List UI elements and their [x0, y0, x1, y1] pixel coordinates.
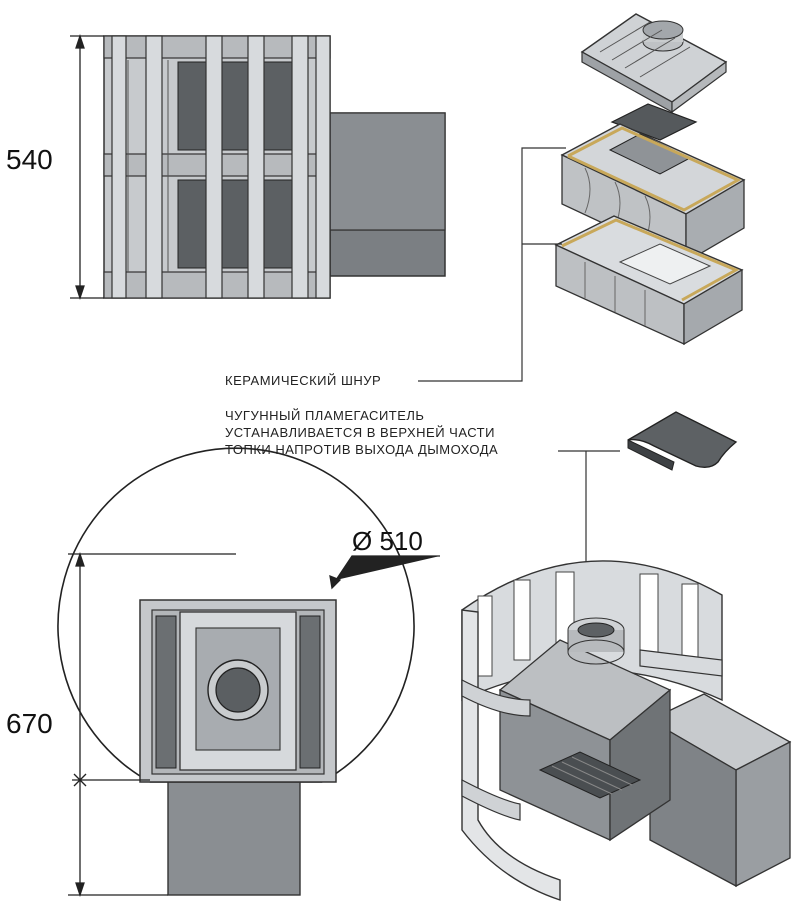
diameter-label: Ø 510 — [352, 526, 423, 556]
cutaway-view — [461, 560, 792, 901]
dimension-540 — [70, 33, 104, 301]
flame-arrester-label-1: ЧУГУННЫЙ ПЛАМЕГАСИТЕЛЬ — [225, 408, 425, 423]
plan-view — [57, 447, 415, 896]
flame-arrester-label-3: ТОПКИ НАПРОТИВ ВЫХОДА ДЫМОХОДА — [225, 442, 499, 457]
dimension-label-540: 540 — [6, 144, 53, 175]
dimension-label-670: 670 — [6, 708, 53, 739]
flame-arrester-label-2: УСТАНАВЛИВАЕТСЯ В ВЕРХНЕЙ ЧАСТИ — [225, 425, 495, 440]
side-view — [103, 35, 446, 299]
dimension-670 — [68, 551, 236, 898]
ceramic-cord-label: КЕРАМИЧЕСКИЙ ШНУР — [225, 373, 382, 388]
flame-arrester-part — [627, 411, 738, 471]
diameter-leader — [329, 555, 440, 590]
exploded-view — [554, 13, 746, 346]
cord-leader — [418, 147, 566, 382]
